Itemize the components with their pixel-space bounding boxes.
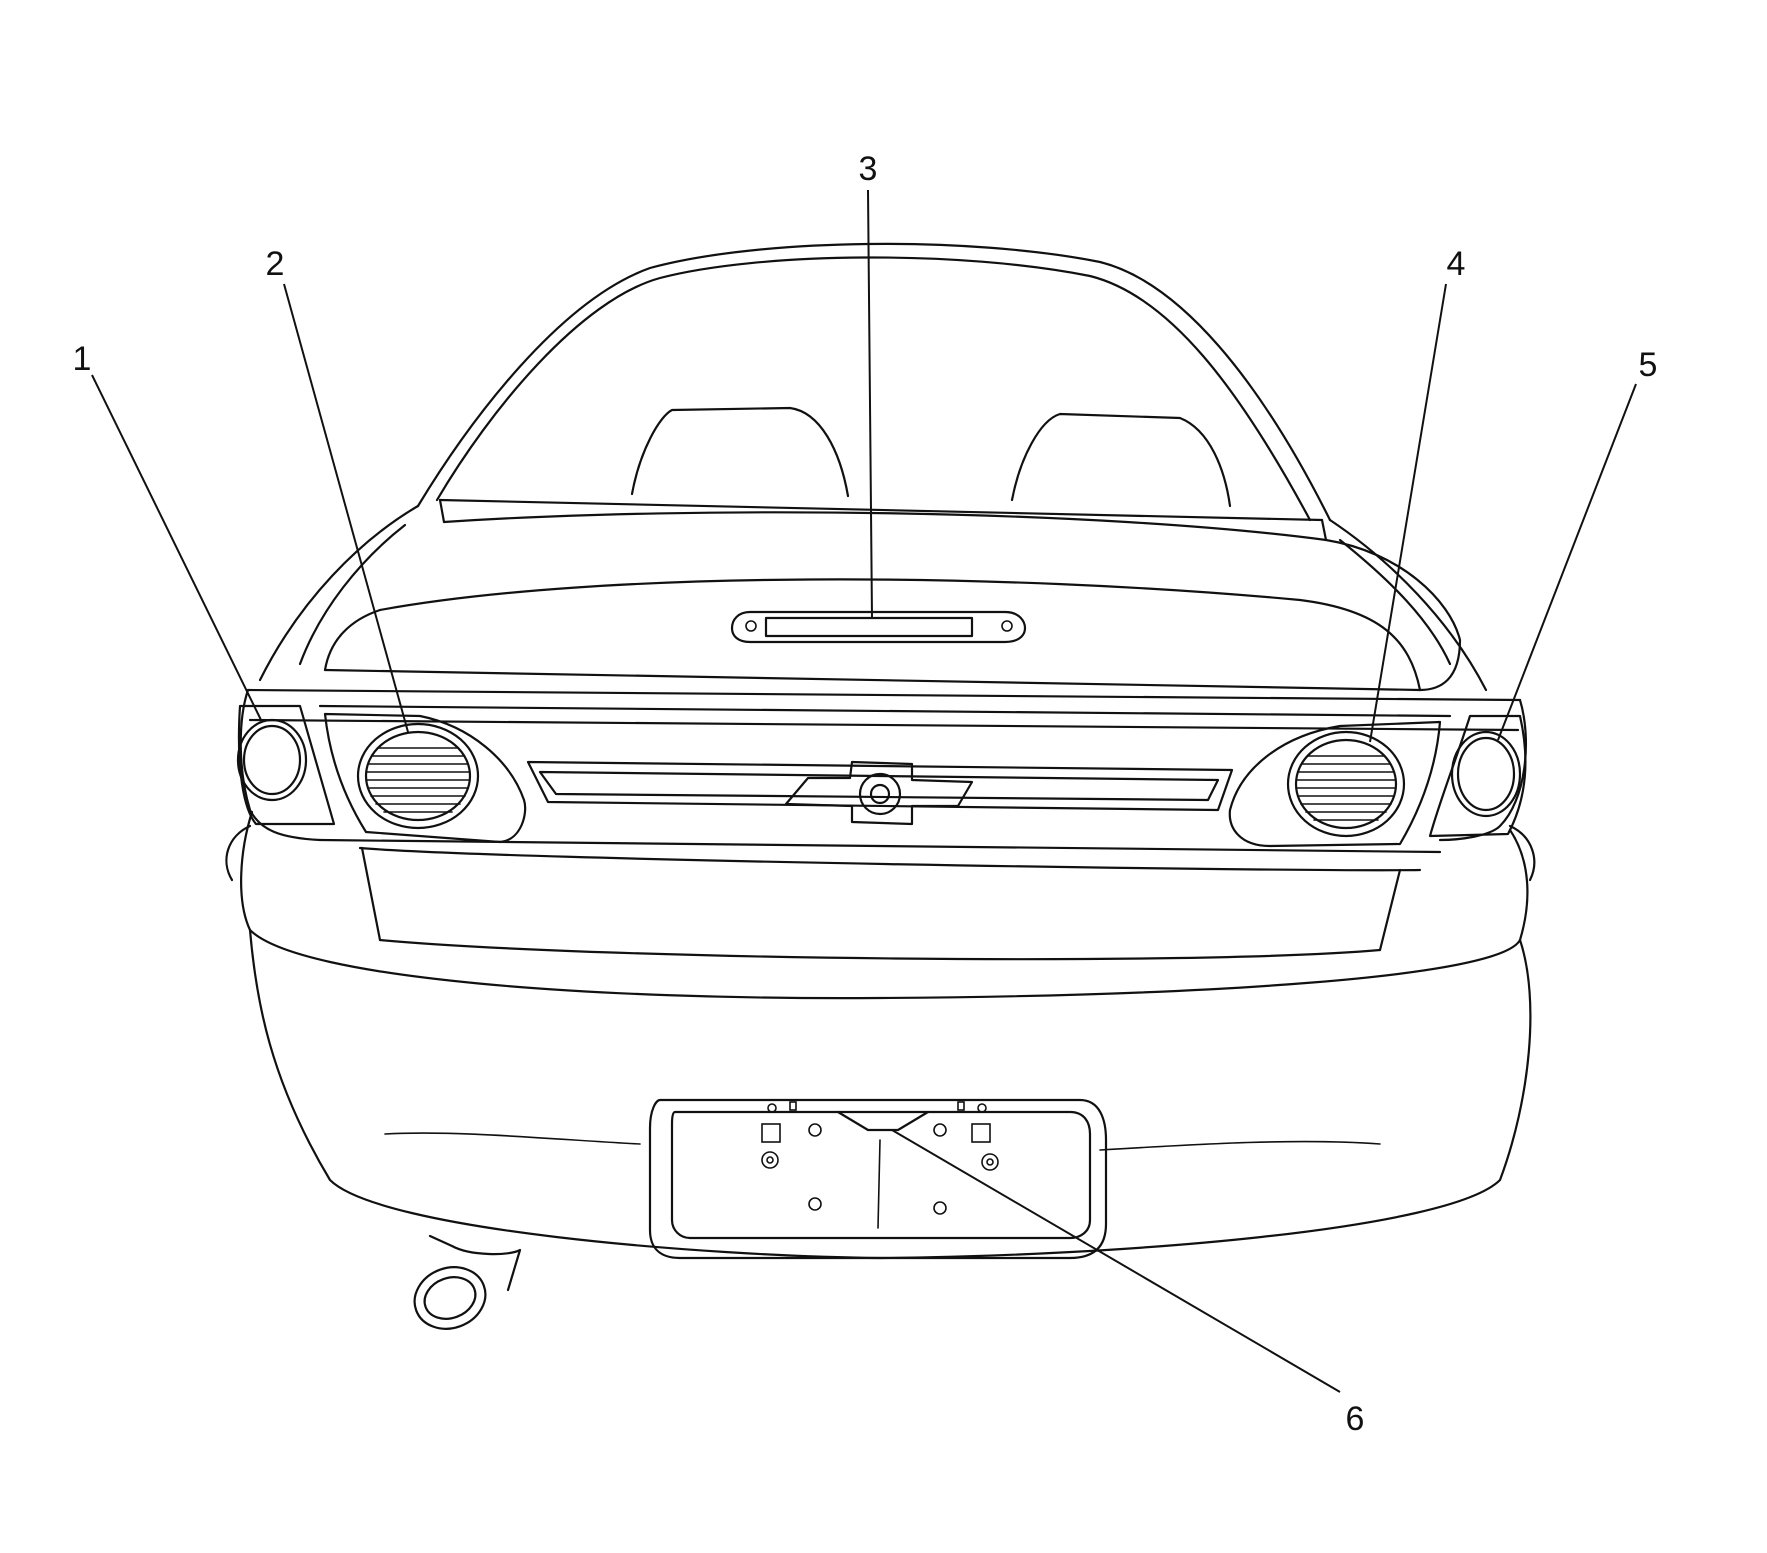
leader-line-6 [891,1129,1341,1393]
callout-5: 5 [1639,346,1658,384]
right-outer-tail-lamp [1428,714,1527,838]
callout-2: 2 [266,245,285,283]
leader-line-2 [283,283,409,733]
leader-line-1 [91,374,263,723]
center-emblem-panel [526,760,1234,826]
callout-labels: 1 2 3 4 5 6 [73,150,1658,1438]
vehicle-rear-outline [225,242,1536,1330]
leader-line-3 [867,189,873,619]
leader-line-4 [1369,283,1447,743]
leader-line-5 [1497,383,1637,741]
callout-1: 1 [73,340,92,378]
callout-6: 6 [1346,1400,1365,1438]
callout-3: 3 [859,150,878,188]
right-inner-lamp [1228,720,1442,848]
left-inner-lamp [323,712,527,844]
callout-4: 4 [1447,245,1466,283]
high-mounted-stop-lamp [730,610,1027,644]
left-outer-tail-lamp [236,704,336,826]
callout-leaders [91,189,1637,1393]
